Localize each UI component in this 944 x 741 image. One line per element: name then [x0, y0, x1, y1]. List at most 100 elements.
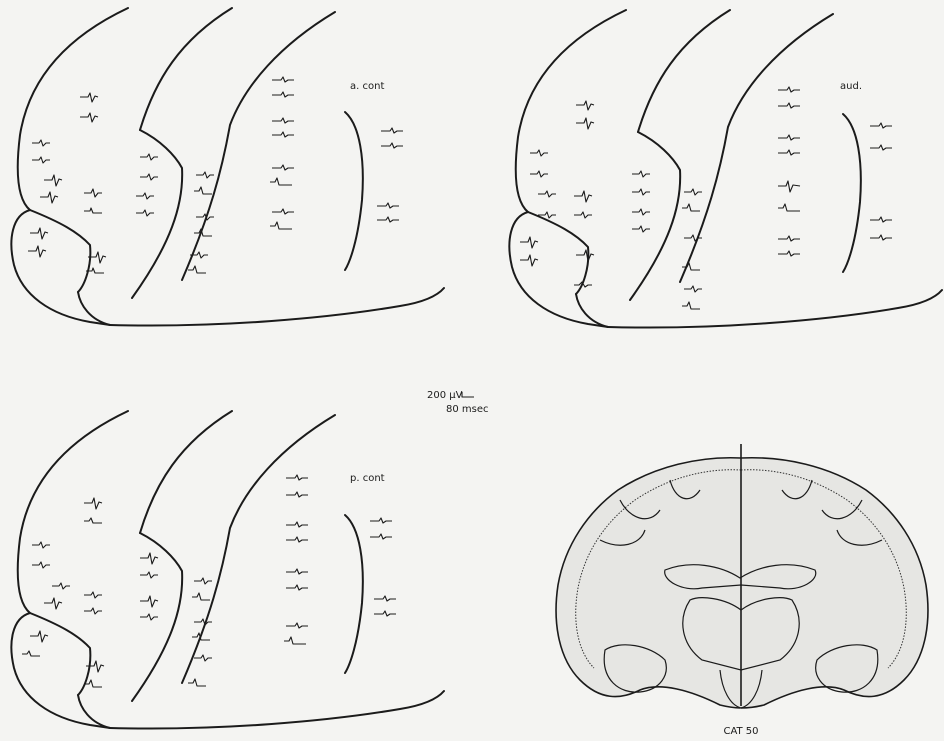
coronal-brain-section: CAT 50	[556, 444, 928, 737]
evoked-potential-trace	[286, 492, 308, 497]
evoked-potential-trace	[194, 655, 212, 661]
evoked-potential-trace	[684, 286, 702, 292]
evoked-potential-trace	[370, 518, 392, 523]
panel-label: a. cont	[350, 81, 384, 92]
evoked-potential-trace	[778, 135, 800, 140]
scale-bar-lines	[462, 392, 474, 397]
evoked-potential-trace	[140, 553, 158, 564]
evoked-potential-trace	[32, 562, 50, 568]
evoked-potential-trace	[374, 611, 396, 616]
evoked-potential-trace	[778, 204, 800, 211]
evoked-potentials	[22, 475, 396, 687]
section-outline	[556, 458, 928, 708]
cortex-outline	[509, 10, 942, 328]
evoked-potential-trace	[284, 637, 306, 644]
panel-a-cont: a. cont	[11, 8, 444, 326]
evoked-potential-trace	[778, 236, 800, 241]
evoked-potential-trace	[870, 217, 892, 222]
cortex-outline	[11, 8, 444, 326]
evoked-potential-trace	[778, 150, 800, 155]
evoked-potential-trace	[30, 631, 48, 642]
scale-time-label: 80 msec	[446, 404, 489, 415]
evoked-potential-trace	[286, 537, 308, 542]
evoked-potential-trace	[84, 518, 102, 523]
evoked-potential-trace	[520, 237, 538, 248]
evoked-potential-trace	[140, 154, 158, 160]
evoked-potential-trace	[377, 203, 399, 208]
evoked-potential-trace	[140, 174, 158, 180]
evoked-potential-trace	[286, 569, 308, 574]
evoked-potential-trace	[28, 246, 46, 257]
evoked-potential-trace	[136, 210, 154, 216]
evoked-potential-trace	[576, 250, 594, 261]
evoked-potential-trace	[870, 145, 892, 150]
evoked-potentials	[520, 87, 892, 309]
section-label: CAT 50	[723, 726, 758, 737]
evoked-potential-trace	[32, 542, 50, 548]
evoked-potential-trace	[286, 623, 308, 628]
evoked-potential-trace	[272, 92, 294, 97]
evoked-potential-trace	[778, 87, 800, 92]
evoked-potential-trace	[632, 171, 650, 177]
evoked-potential-trace	[194, 619, 212, 625]
evoked-potential-trace	[272, 118, 294, 123]
evoked-potential-trace	[632, 226, 650, 232]
evoked-potential-trace	[80, 93, 98, 102]
evoked-potential-trace	[381, 143, 403, 148]
evoked-potential-trace	[530, 150, 548, 156]
evoked-potential-trace	[188, 266, 206, 273]
evoked-potential-trace	[286, 585, 308, 590]
cortex-outline	[11, 411, 444, 729]
evoked-potential-trace	[40, 192, 58, 203]
evoked-potential-trace	[574, 191, 592, 202]
evoked-potential-trace	[84, 189, 102, 197]
panel-label: aud.	[840, 81, 862, 92]
evoked-potential-trace	[30, 228, 48, 239]
evoked-potential-trace	[32, 140, 50, 146]
evoked-potential-trace	[32, 157, 50, 163]
evoked-potential-trace	[136, 193, 154, 199]
evoked-potential-trace	[270, 222, 292, 229]
evoked-potential-trace	[778, 103, 800, 108]
evoked-potential-trace	[194, 229, 212, 236]
evoked-potential-trace	[272, 165, 294, 170]
evoked-potential-trace	[576, 101, 594, 110]
evoked-potential-trace	[84, 608, 102, 614]
evoked-potential-trace	[22, 651, 40, 656]
evoked-potential-trace	[684, 189, 702, 195]
evoked-potential-trace	[530, 171, 548, 177]
panel-label: p. cont	[350, 473, 385, 484]
evoked-potential-trace	[272, 77, 294, 82]
evoked-potential-trace	[632, 209, 650, 215]
evoked-potential-trace	[870, 123, 892, 128]
evoked-potential-trace	[574, 212, 592, 218]
evoked-potential-trace	[188, 679, 206, 686]
evoked-potential-trace	[682, 204, 700, 211]
evoked-potential-trace	[377, 217, 399, 222]
evoked-potential-trace	[194, 187, 212, 194]
evoked-potential-trace	[84, 208, 102, 213]
evoked-potential-trace	[84, 498, 102, 509]
panel-aud: aud.	[509, 10, 942, 328]
panel-p-cont: p. cont	[11, 411, 444, 729]
evoked-potential-trace	[272, 209, 294, 214]
evoked-potential-trace	[140, 596, 158, 607]
evoked-potential-trace	[778, 251, 800, 256]
evoked-potential-trace	[140, 572, 158, 578]
evoked-potential-trace	[196, 172, 214, 178]
evoked-potential-trace	[84, 592, 102, 598]
evoked-potential-trace	[576, 118, 594, 129]
evoked-potential-trace	[381, 128, 403, 133]
evoked-potential-trace	[286, 475, 308, 480]
evoked-potential-trace	[44, 175, 62, 186]
evoked-potential-trace	[520, 255, 538, 266]
evoked-potential-trace	[374, 596, 396, 601]
evoked-potential-trace	[778, 181, 800, 192]
scale-voltage-label: 200 µV	[427, 390, 463, 401]
evoked-potential-trace	[682, 302, 700, 309]
evoked-potential-trace	[44, 598, 62, 609]
evoked-potential-trace	[870, 235, 892, 240]
evoked-potentials	[28, 77, 403, 273]
evoked-potential-trace	[270, 178, 292, 185]
